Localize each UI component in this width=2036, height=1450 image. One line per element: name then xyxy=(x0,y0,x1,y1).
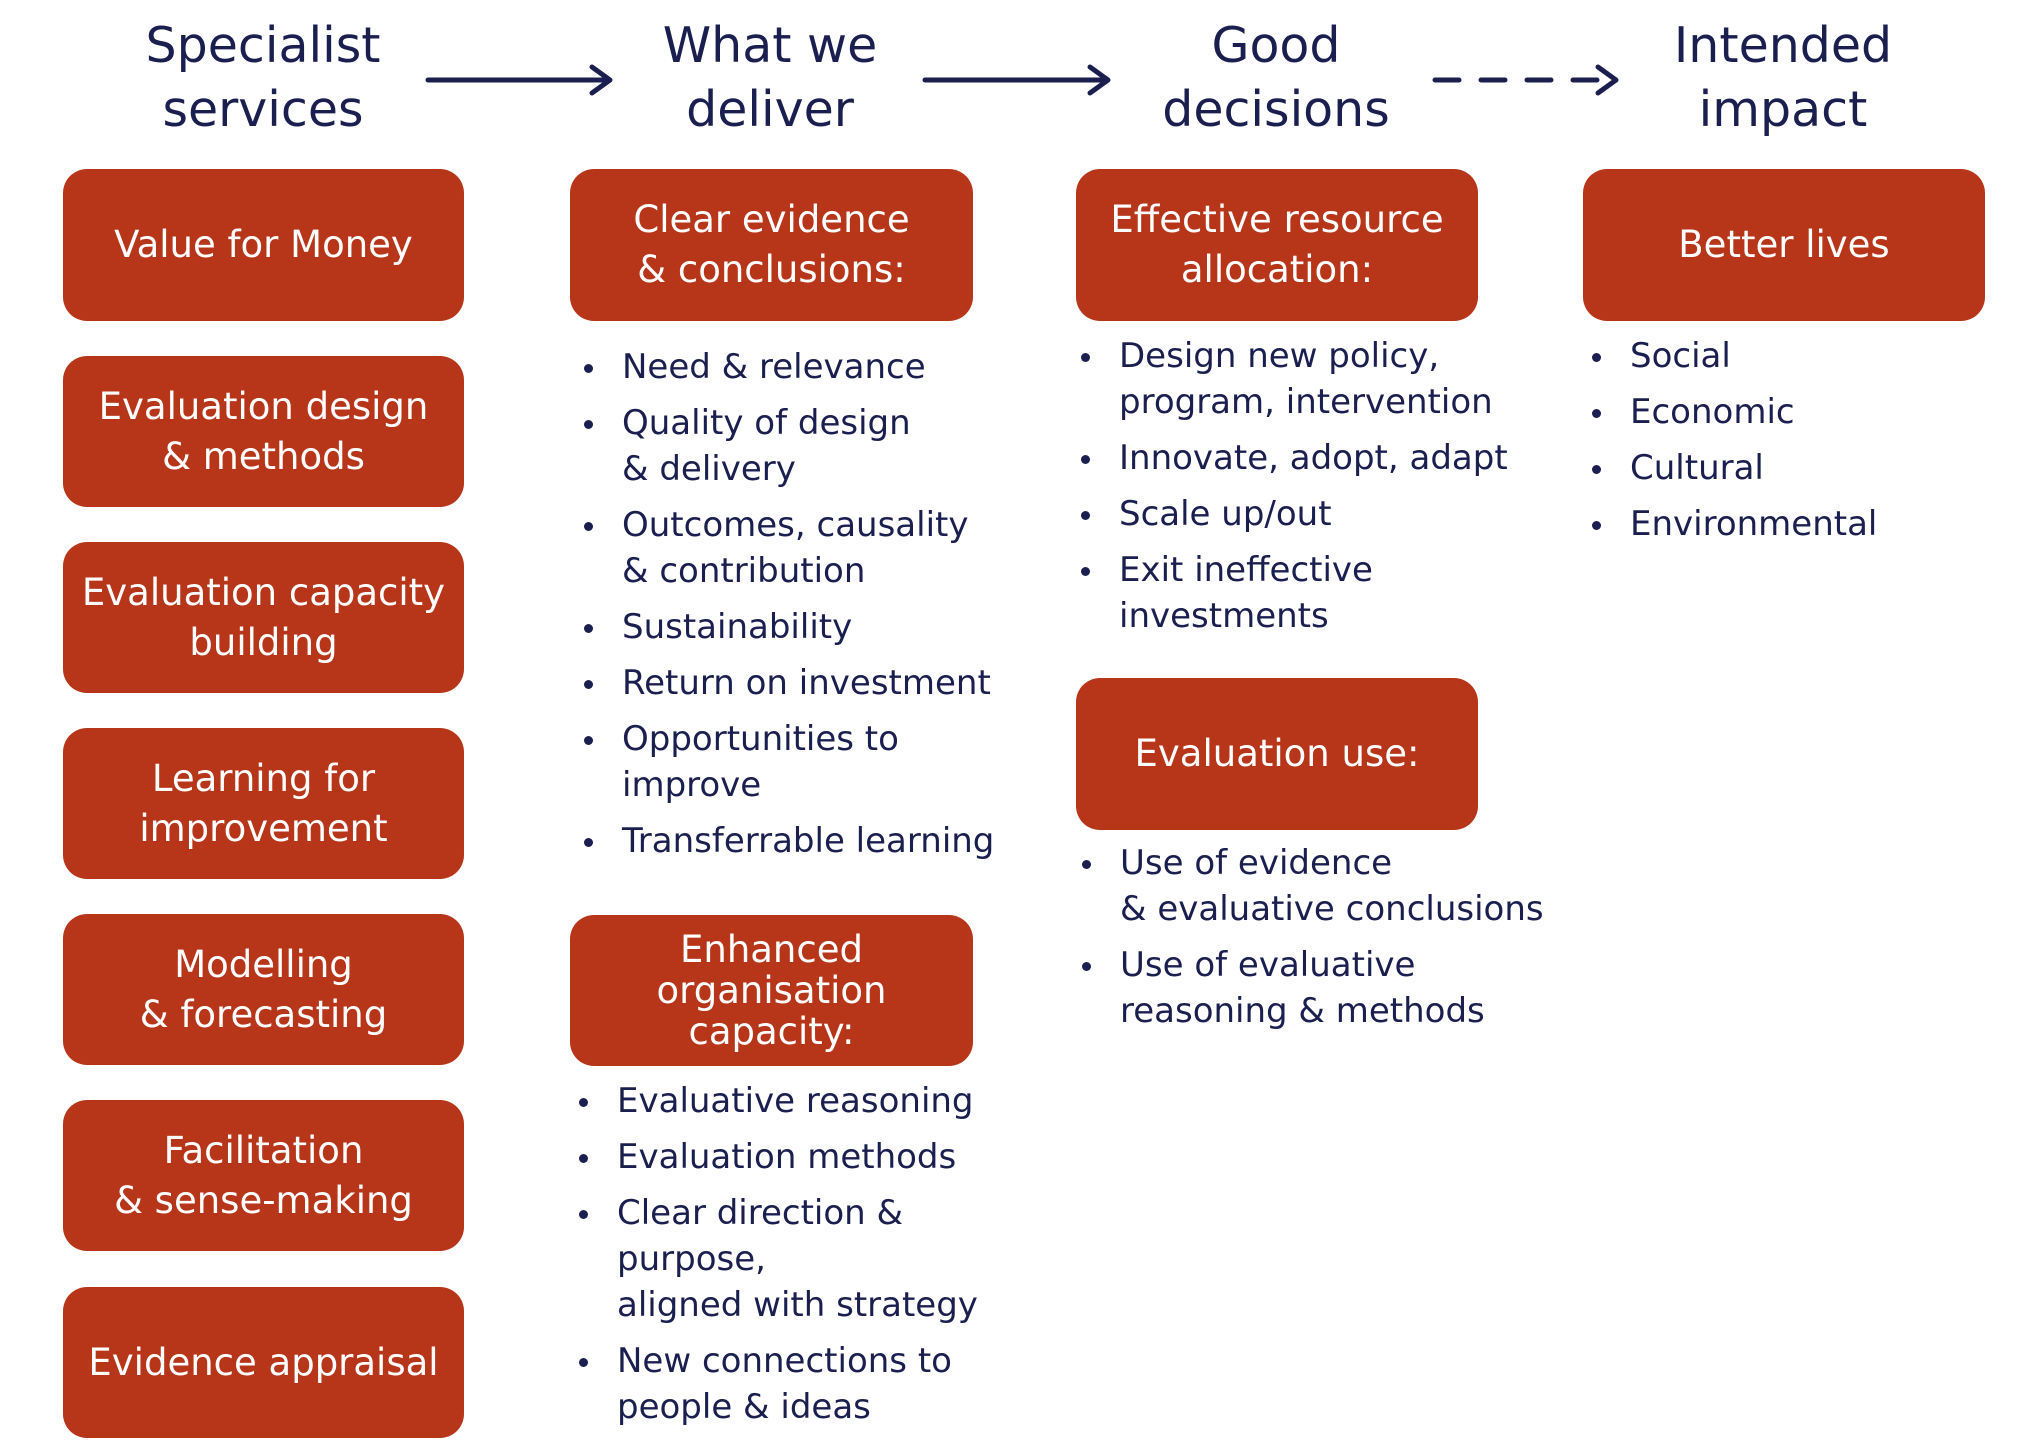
list-item: Opportunities to improve xyxy=(580,716,1020,808)
list-item: Sustainability xyxy=(580,604,1020,650)
header-arrows xyxy=(425,64,1619,96)
service-evaluation-design: Evaluation design & methods xyxy=(63,356,464,507)
list-item: Design new policy, program, intervention xyxy=(1077,333,1517,425)
list-item: Evaluative reasoning xyxy=(575,1078,1045,1124)
list-item: Use of evaluative reasoning & methods xyxy=(1078,942,1548,1034)
decisions-resource-list: Design new policy, program, intervention… xyxy=(1077,333,1517,649)
arrow-dashed xyxy=(1432,64,1619,96)
list-item: Use of evidence & evaluative conclusions xyxy=(1078,840,1548,932)
header-specialist-services: Specialist services xyxy=(145,17,381,138)
list-item: Social xyxy=(1588,333,1968,379)
impact-list: Social Economic Cultural Environmental xyxy=(1588,333,1968,557)
service-modelling-forecasting: Modelling & forecasting xyxy=(63,914,464,1065)
decisions-evaluation-use-box: Evaluation use: xyxy=(1076,678,1478,830)
impact-better-lives-box: Better lives xyxy=(1583,169,1985,321)
list-item: Quality of design & delivery xyxy=(580,400,1020,492)
arrow-solid-1 xyxy=(425,64,613,96)
decisions-evaluation-use-list: Use of evidence & evaluative conclusions… xyxy=(1078,840,1548,1044)
service-facilitation: Facilitation & sense-making xyxy=(63,1100,464,1251)
service-learning-improvement: Learning for improvement xyxy=(63,728,464,879)
service-evidence-appraisal: Evidence appraisal xyxy=(63,1287,464,1438)
service-value-for-money: Value for Money xyxy=(63,169,464,321)
list-item: Innovate, adopt, adapt xyxy=(1077,435,1517,481)
list-item: Need & relevance xyxy=(580,344,1020,390)
deliver-capacity-list: Evaluative reasoning Evaluation methods … xyxy=(575,1078,1045,1440)
header-intended-impact: Intended impact xyxy=(1673,17,1893,138)
deliver-capacity-box: Enhanced organisation capacity: xyxy=(570,915,973,1066)
list-item: Clear direction & purpose, aligned with … xyxy=(575,1190,1045,1328)
deliver-clear-evidence-list: Need & relevance Quality of design & del… xyxy=(580,344,1020,874)
list-item: Exit ineffective investments xyxy=(1077,547,1517,639)
decisions-resource-box: Effective resource allocation: xyxy=(1076,169,1478,321)
arrow-solid-2 xyxy=(922,64,1111,96)
list-item: Cultural xyxy=(1588,445,1968,491)
list-item: Outcomes, causality & contribution xyxy=(580,502,1020,594)
header-good-decisions: Good decisions xyxy=(1162,17,1390,138)
list-item: Transferrable learning xyxy=(580,818,1020,864)
list-item: Economic xyxy=(1588,389,1968,435)
list-item: New connections to people & ideas xyxy=(575,1338,1045,1430)
service-evaluation-capacity: Evaluation capacity building xyxy=(63,542,464,693)
list-item: Scale up/out xyxy=(1077,491,1517,537)
deliver-clear-evidence-box: Clear evidence & conclusions: xyxy=(570,169,973,321)
list-item: Return on investment xyxy=(580,660,1020,706)
list-item: Environmental xyxy=(1588,501,1968,547)
list-item: Evaluation methods xyxy=(575,1134,1045,1180)
header-what-we-deliver: What we deliver xyxy=(662,17,878,138)
